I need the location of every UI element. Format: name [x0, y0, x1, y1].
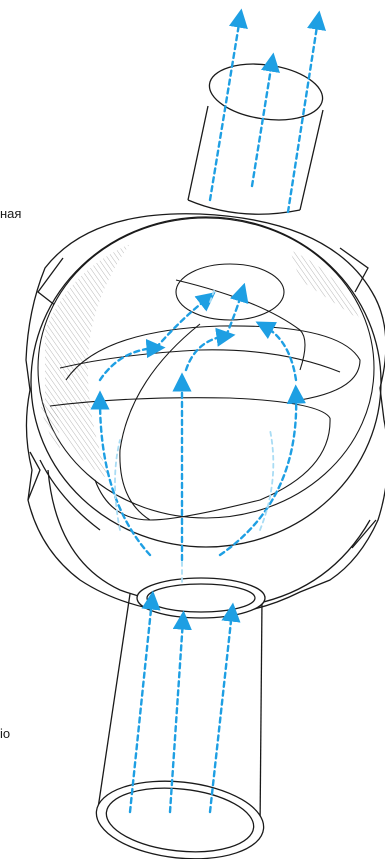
flow-arrow-icon [210, 612, 232, 812]
inlet-pipe-bottom [92, 578, 267, 859]
separation-chamber [38, 218, 374, 518]
outlet-pipe-top [188, 57, 326, 214]
flow-arrow-icon [130, 600, 152, 812]
